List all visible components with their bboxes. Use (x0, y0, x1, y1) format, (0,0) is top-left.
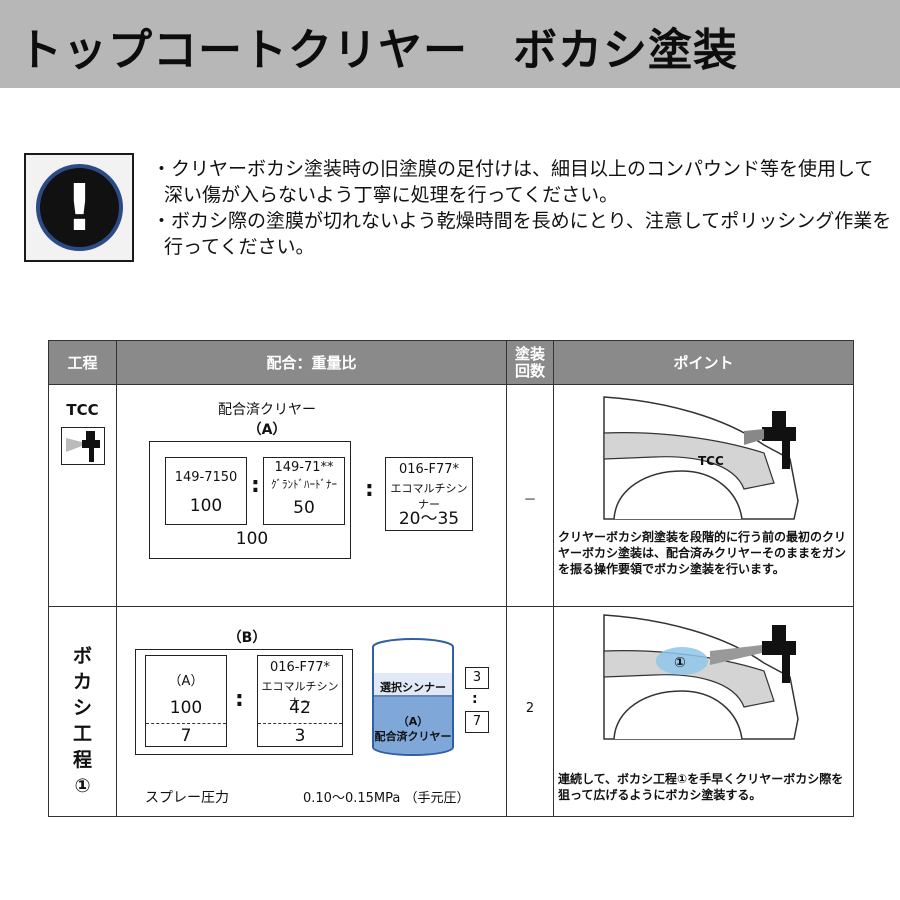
process-char: シ (72, 697, 92, 719)
pressure-value: 0.10～0.15MPa （手元圧） (303, 791, 470, 806)
process-char: ① (74, 775, 91, 797)
header-coats: 塗装 回数 (506, 340, 554, 385)
item-label: （A） (168, 674, 204, 689)
cup-bottom-label1: （A） (397, 715, 429, 728)
colon-1: : (251, 473, 260, 498)
item-name: ｸﾞﾗﾝﾄﾞﾊｰﾄﾞﾅｰ (271, 478, 337, 491)
exclamation-icon: ! (64, 172, 95, 246)
header-coats-line1: 塗装 (514, 344, 545, 363)
item-value: 100 (189, 496, 223, 516)
divider (258, 723, 342, 724)
item-code: 016-F77* (269, 660, 331, 675)
point-cell-bokashi: ① 連続して、ボカシ工程①を手早くクリヤーボカシ際を狙って広げるようにボカシ塗装… (553, 606, 854, 817)
mix-item-thinner-b: 016-F77* エコマルチシンナー 42 3 (257, 655, 343, 747)
pressure-label: スプレー圧力 (145, 790, 229, 806)
coats-cell-bokashi: 2 (506, 606, 554, 817)
spray-gun-icon (61, 427, 105, 465)
header-mix: 配合：重量比 (116, 340, 507, 385)
ratio-bottom: 7 (465, 711, 489, 733)
process-char: 工 (72, 723, 92, 745)
mix-total: 100 (235, 529, 269, 549)
table-row: TCC 配合済クリヤー （A） (48, 384, 854, 607)
mix-cell-bokashi: （B） （A） 100 7 : 016-F77* エコマルチシンナー 42 (116, 606, 507, 817)
header-point: ポイント (553, 340, 854, 385)
item-code: 149-71** (274, 460, 334, 475)
mix-title: 配合済クリヤー (218, 402, 316, 418)
item-value: 42 (289, 698, 311, 718)
warning-icon-box: ! (24, 153, 134, 262)
note-1: ・クリヤーボカシ塗装時の旧塗膜の足付けは、細目以上のコンパウンド等を使用して深い… (152, 158, 874, 206)
item-value: 7 (180, 726, 192, 746)
ratio-colon: : (472, 691, 478, 707)
item-value: 50 (293, 498, 315, 518)
mix-item-clear: 149-7150 100 (165, 457, 247, 525)
item-code: 016-F77* (398, 462, 460, 477)
car-rear-illustration: TCC (603, 396, 799, 520)
table-row: ボ カ シ 工 程 ① （B） （A） 100 (48, 606, 854, 817)
car-rear-illustration-2: ① (603, 614, 799, 740)
point-cell-tcc: TCC クリヤーボカシ剤塗装を段階的に行う前の最初のクリヤーボカシ塗装は、配合済… (553, 384, 854, 607)
item-code: 149-7150 (174, 470, 238, 485)
note-2: ・ボカシ際の塗膜が切れないよう乾燥時間を長めにとり、注意してポリッシング作業を行… (152, 210, 892, 258)
warning-icon: ! (36, 164, 123, 251)
process-label-bokashi: ボ カ シ 工 程 ① (49, 643, 116, 799)
notes: ・クリヤーボカシ塗装時の旧塗膜の足付けは、細目以上のコンパウンド等を使用して深い… (152, 156, 892, 260)
point-caption-2: 連続して、ボカシ工程①を手早くクリヤーボカシ際を狙って広げるようにボカシ塗装する… (558, 772, 844, 802)
process-table: 工程 配合：重量比 塗装 回数 ポイント TCC (48, 340, 854, 817)
process-char: カ (72, 671, 92, 693)
colon-b: : (235, 687, 244, 712)
mixing-cup-icon: 選択シンナー （A） 配合済クリヤー (369, 635, 457, 761)
process-label-tcc: TCC (66, 401, 99, 419)
header-coats-line2: 回数 (514, 361, 545, 380)
page-title: トップコートクリヤー ボカシ塗装 (18, 25, 738, 76)
car-label: TCC (698, 454, 724, 468)
mix-item-a: （A） 100 7 (145, 655, 227, 747)
title-bar: トップコートクリヤー ボカシ塗装 (0, 0, 900, 88)
coats-value: 2 (525, 701, 535, 716)
car-label-2: ① (674, 655, 686, 671)
mix-sub-b: （B） (227, 630, 267, 646)
mix-sub-a: （A） (247, 422, 287, 438)
item-value: 3 (294, 726, 306, 746)
point-caption: クリヤーボカシ剤塗装を段階的に行う前の最初のクリヤーボカシ塗装は、配合済みクリヤ… (558, 530, 847, 576)
cup-top-label: 選択シンナー (380, 681, 446, 694)
mix-item-thinner: 016-F77* エコマルチシンナー 20～35 (385, 457, 473, 531)
item-name: エコマルチシンナー (261, 680, 339, 709)
colon-2: : (365, 477, 374, 502)
process-char: ボ (72, 645, 92, 667)
coats-cell-tcc: － (506, 384, 554, 607)
mix-cell-tcc: 配合済クリヤー （A） 149-7150 100 : 149-71** ｸﾞﾗﾝ… (116, 384, 507, 607)
process-char: 程 (72, 749, 92, 771)
item-name: エコマルチシンナー (390, 482, 468, 511)
item-value: 100 (169, 698, 203, 718)
process-cell-bokashi: ボ カ シ 工 程 ① (48, 606, 117, 817)
mix-item-hardener: 149-71** ｸﾞﾗﾝﾄﾞﾊｰﾄﾞﾅｰ 50 (263, 457, 345, 525)
process-cell-tcc: TCC (48, 384, 117, 607)
item-value: 20～35 (398, 509, 460, 529)
ratio-top: 3 (465, 667, 489, 689)
table-header-row: 工程 配合：重量比 塗装 回数 ポイント (48, 340, 854, 385)
header-process: 工程 (48, 340, 117, 385)
cup-bottom-label2: 配合済クリヤー (374, 730, 452, 743)
coats-value: － (523, 493, 537, 508)
divider (146, 723, 226, 724)
